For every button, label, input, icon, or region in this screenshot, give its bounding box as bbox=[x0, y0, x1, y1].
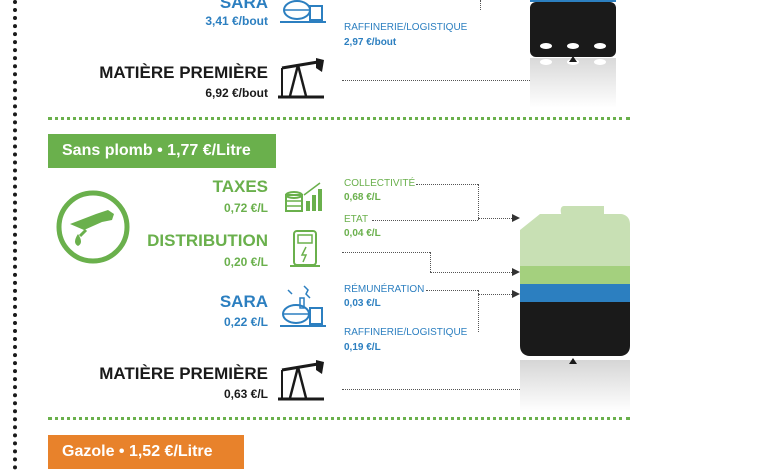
sp-matiere-value: 0,63 €/L bbox=[223, 387, 268, 401]
sp-collectivite-value: 0,68 €/L bbox=[344, 192, 381, 203]
sp-taxes-value: 0,72 €/L bbox=[223, 201, 268, 215]
fuel-nozzle-icon bbox=[56, 190, 130, 264]
sp-distribution-value: 0,20 €/L bbox=[223, 255, 268, 269]
oil-pumpjack-icon bbox=[278, 58, 324, 99]
sp-distribution-label: DISTRIBUTION bbox=[147, 231, 268, 250]
gazole-band: Gazole • 1,52 €/Litre bbox=[48, 435, 244, 469]
top-raffinerie-value: 2,97 €/bout bbox=[344, 37, 397, 48]
oil-pumpjack-icon bbox=[278, 360, 324, 401]
section-divider bbox=[48, 417, 630, 420]
top-sara-value: 3,41 €/bout bbox=[205, 14, 268, 28]
taxes-chart-icon bbox=[285, 182, 322, 212]
sans-plomb-band: Sans plomb • 1,77 €/Litre bbox=[48, 134, 276, 168]
fuel-pump-icon bbox=[290, 230, 320, 267]
sp-matiere-label: MATIÈRE PREMIÈRE bbox=[99, 364, 268, 383]
sp-etat-label: ETAT bbox=[344, 214, 369, 225]
sp-sara-value: 0,22 €/L bbox=[223, 315, 268, 329]
sp-etat-value: 0,04 €/L bbox=[344, 228, 381, 239]
sp-collectivite-label: COLLECTIVITÉ bbox=[344, 178, 416, 189]
top-raffinerie-label: RAFFINERIE/LOGISTIQUE bbox=[344, 22, 468, 33]
refinery-icon bbox=[280, 0, 326, 23]
jerrycan-icon bbox=[520, 206, 630, 412]
sp-raffinerie-value: 0,19 €/L bbox=[344, 342, 381, 353]
top-matiere-label: MATIÈRE PREMIÈRE bbox=[99, 63, 268, 82]
bottle-icon bbox=[530, 0, 616, 108]
left-dotted-border bbox=[13, 0, 17, 470]
sp-remuneration-value: 0,03 €/L bbox=[344, 298, 381, 309]
sp-sara-label: SARA bbox=[219, 292, 268, 311]
sp-remuneration-label: RÉMUNÉRATION bbox=[344, 284, 425, 295]
refinery-icon bbox=[280, 285, 326, 327]
section-divider bbox=[48, 117, 630, 120]
sp-taxes-label: TAXES bbox=[212, 177, 268, 196]
top-matiere-value: 6,92 €/bout bbox=[205, 86, 268, 100]
top-sara-label: SARA bbox=[219, 0, 268, 12]
sp-raffinerie-label: RAFFINERIE/LOGISTIQUE bbox=[344, 327, 468, 338]
